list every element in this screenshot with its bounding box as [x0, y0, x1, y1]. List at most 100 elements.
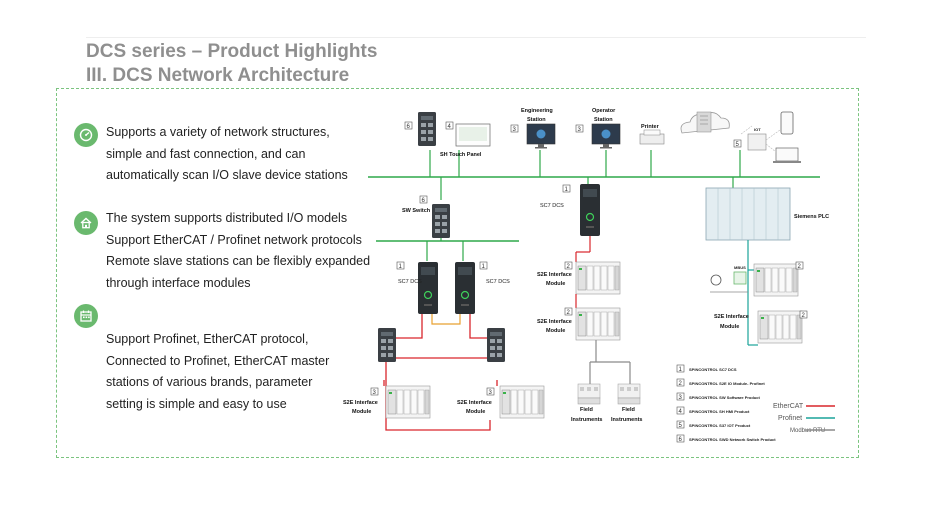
io-module-center-1: [575, 261, 621, 295]
svg-text:1: 1: [565, 187, 569, 193]
product-legend: 1 SPINCONTROL SC7 DCS 2 SPINCONTROL S2E …: [676, 364, 776, 443]
io-mid-label-1: S2E Interface: [457, 400, 492, 406]
io-2-label-1: S2E Interface: [537, 319, 572, 325]
svg-text:3: 3: [578, 127, 582, 133]
svg-text:3: 3: [489, 390, 493, 396]
svg-text:1: 1: [482, 264, 486, 270]
phone-device: [780, 111, 794, 135]
svg-text:5: 5: [679, 423, 683, 429]
io-module-center-2: [575, 307, 621, 341]
feature-line: The system supports distributed I/O mode…: [106, 211, 348, 225]
protocol-label: Profinet: [778, 415, 802, 422]
svg-text:2: 2: [567, 264, 571, 270]
io-1-label-2: Module: [546, 281, 565, 287]
ethercat-switch-left: [378, 328, 396, 362]
feature-line: Connected to Profinet, EtherCAT master: [106, 353, 330, 368]
field-1-label-1: Field: [580, 407, 593, 413]
mbus-label: MBUS: [734, 265, 746, 270]
feature-line: simple and fast connection, and can: [106, 146, 306, 161]
dcs-left: [417, 261, 439, 315]
page-title: DCS series – Product Highlights: [86, 41, 378, 62]
operator-label-1: Operator: [592, 108, 616, 114]
svg-text:2: 2: [679, 381, 683, 387]
io-2-label-2: Module: [546, 328, 565, 334]
io-module-mid: [499, 385, 545, 419]
iot-device: [747, 133, 767, 151]
dcs-center: [579, 183, 601, 237]
legend-item: SPINCONTROL SC7 DCS: [689, 367, 737, 372]
svg-text:4: 4: [448, 124, 452, 130]
io-1-label-1: S2E Interface: [537, 272, 572, 278]
protocol-label: EtherCAT: [773, 403, 804, 410]
protocol-legend: EtherCAT Profinet Modbus RTU: [773, 403, 835, 434]
printer-label: Printer: [641, 124, 660, 130]
feature-line: through interface modules: [106, 275, 251, 290]
hmi-label: SH Touch Panel: [440, 152, 482, 158]
svg-text:5: 5: [736, 142, 740, 148]
engineering-label-2: Station: [527, 117, 546, 123]
svg-text:2: 2: [567, 310, 571, 316]
field-1-label-2: Instruments: [571, 417, 602, 423]
legend-item: SPINCONTROL S2E IO Module- Profinet: [689, 381, 765, 386]
iot-label: IOT: [754, 127, 761, 132]
svg-text:3: 3: [373, 390, 377, 396]
content-frame: [56, 88, 859, 458]
svg-text:6: 6: [407, 124, 411, 130]
dcs-right: [454, 261, 476, 315]
feature-line: Remote slave stations can be flexibly ex…: [106, 254, 371, 268]
feature-2-text: The system supports distributed I/O mode…: [106, 208, 370, 294]
svg-text:2: 2: [802, 313, 806, 319]
home-icon: [74, 211, 98, 235]
operator-station: [591, 123, 621, 149]
legend-item: SPINCONTROL SH HMI Product: [689, 409, 750, 414]
feature-1-text: Supports a variety of network structures…: [106, 122, 348, 187]
svg-text:6: 6: [422, 198, 426, 204]
svg-text:4: 4: [679, 409, 683, 415]
field-instrument-2: [617, 383, 641, 405]
io-left-label-1: S2E Interface: [343, 400, 378, 406]
legend-item: SPINCONTROL S37 IOT Product: [689, 423, 751, 428]
field-2-label-1: Field: [622, 407, 635, 413]
dcs-left-label: SC7 DCS: [398, 279, 422, 285]
field-instrument-1: [577, 383, 601, 405]
dcs-right-label: SC7 DCS: [486, 279, 510, 285]
feature-line: Supports a variety of network structures…: [106, 125, 330, 139]
io-module-plc-2: [757, 310, 803, 344]
feature-line: automatically scan I/O slave device stat…: [106, 168, 348, 182]
svg-text:6: 6: [679, 437, 683, 443]
dcs-center-label: SC7 DCS: [540, 203, 564, 209]
field-2-label-2: Instruments: [611, 417, 642, 423]
engineering-station: [526, 123, 556, 149]
io-module-left: [385, 385, 431, 419]
io-plc-label-1: S2E Interface: [714, 314, 749, 320]
plc-label: Siemens PLC: [794, 214, 829, 220]
legend-item: SPINCONTROL SW Software Product: [689, 395, 760, 400]
feature-line: stations of various brands, parameter: [106, 375, 313, 389]
io-plc-label-2: Module: [720, 324, 739, 330]
svg-text:3: 3: [679, 395, 683, 401]
io-left-label-2: Module: [352, 409, 371, 415]
switch-label: SW Switch: [402, 208, 431, 214]
page-subtitle: III. DCS Network Architecture: [86, 65, 350, 86]
header-rule: [86, 37, 866, 38]
feature-line: Support EtherCAT / Profinet network prot…: [106, 232, 362, 247]
calendar-icon: [74, 304, 98, 328]
svg-text:1: 1: [679, 367, 683, 373]
svg-text:2: 2: [798, 264, 802, 270]
io-mid-label-2: Module: [466, 409, 485, 415]
svg-text:3: 3: [513, 127, 517, 133]
svg-text:1: 1: [399, 264, 403, 270]
switch-device: [432, 204, 450, 238]
meter-device: [710, 274, 722, 286]
feature-line: setting is simple and easy to use: [106, 396, 287, 411]
laptop-device: [775, 147, 799, 162]
feature-line: Support Profinet, EtherCAT protocol,: [106, 332, 309, 346]
protocol-label: Modbus RTU: [790, 428, 825, 434]
feature-3-text: Support Profinet, EtherCAT protocol, Con…: [106, 329, 329, 415]
legend-item: SPINCONTROL SWD Network Switch Product: [689, 437, 776, 442]
engineering-label-1: Engineering: [521, 108, 553, 114]
operator-label-2: Station: [594, 117, 613, 123]
ethercat-switch-right: [487, 328, 505, 362]
siemens-plc: [705, 187, 791, 241]
gauge-icon: [74, 123, 98, 147]
